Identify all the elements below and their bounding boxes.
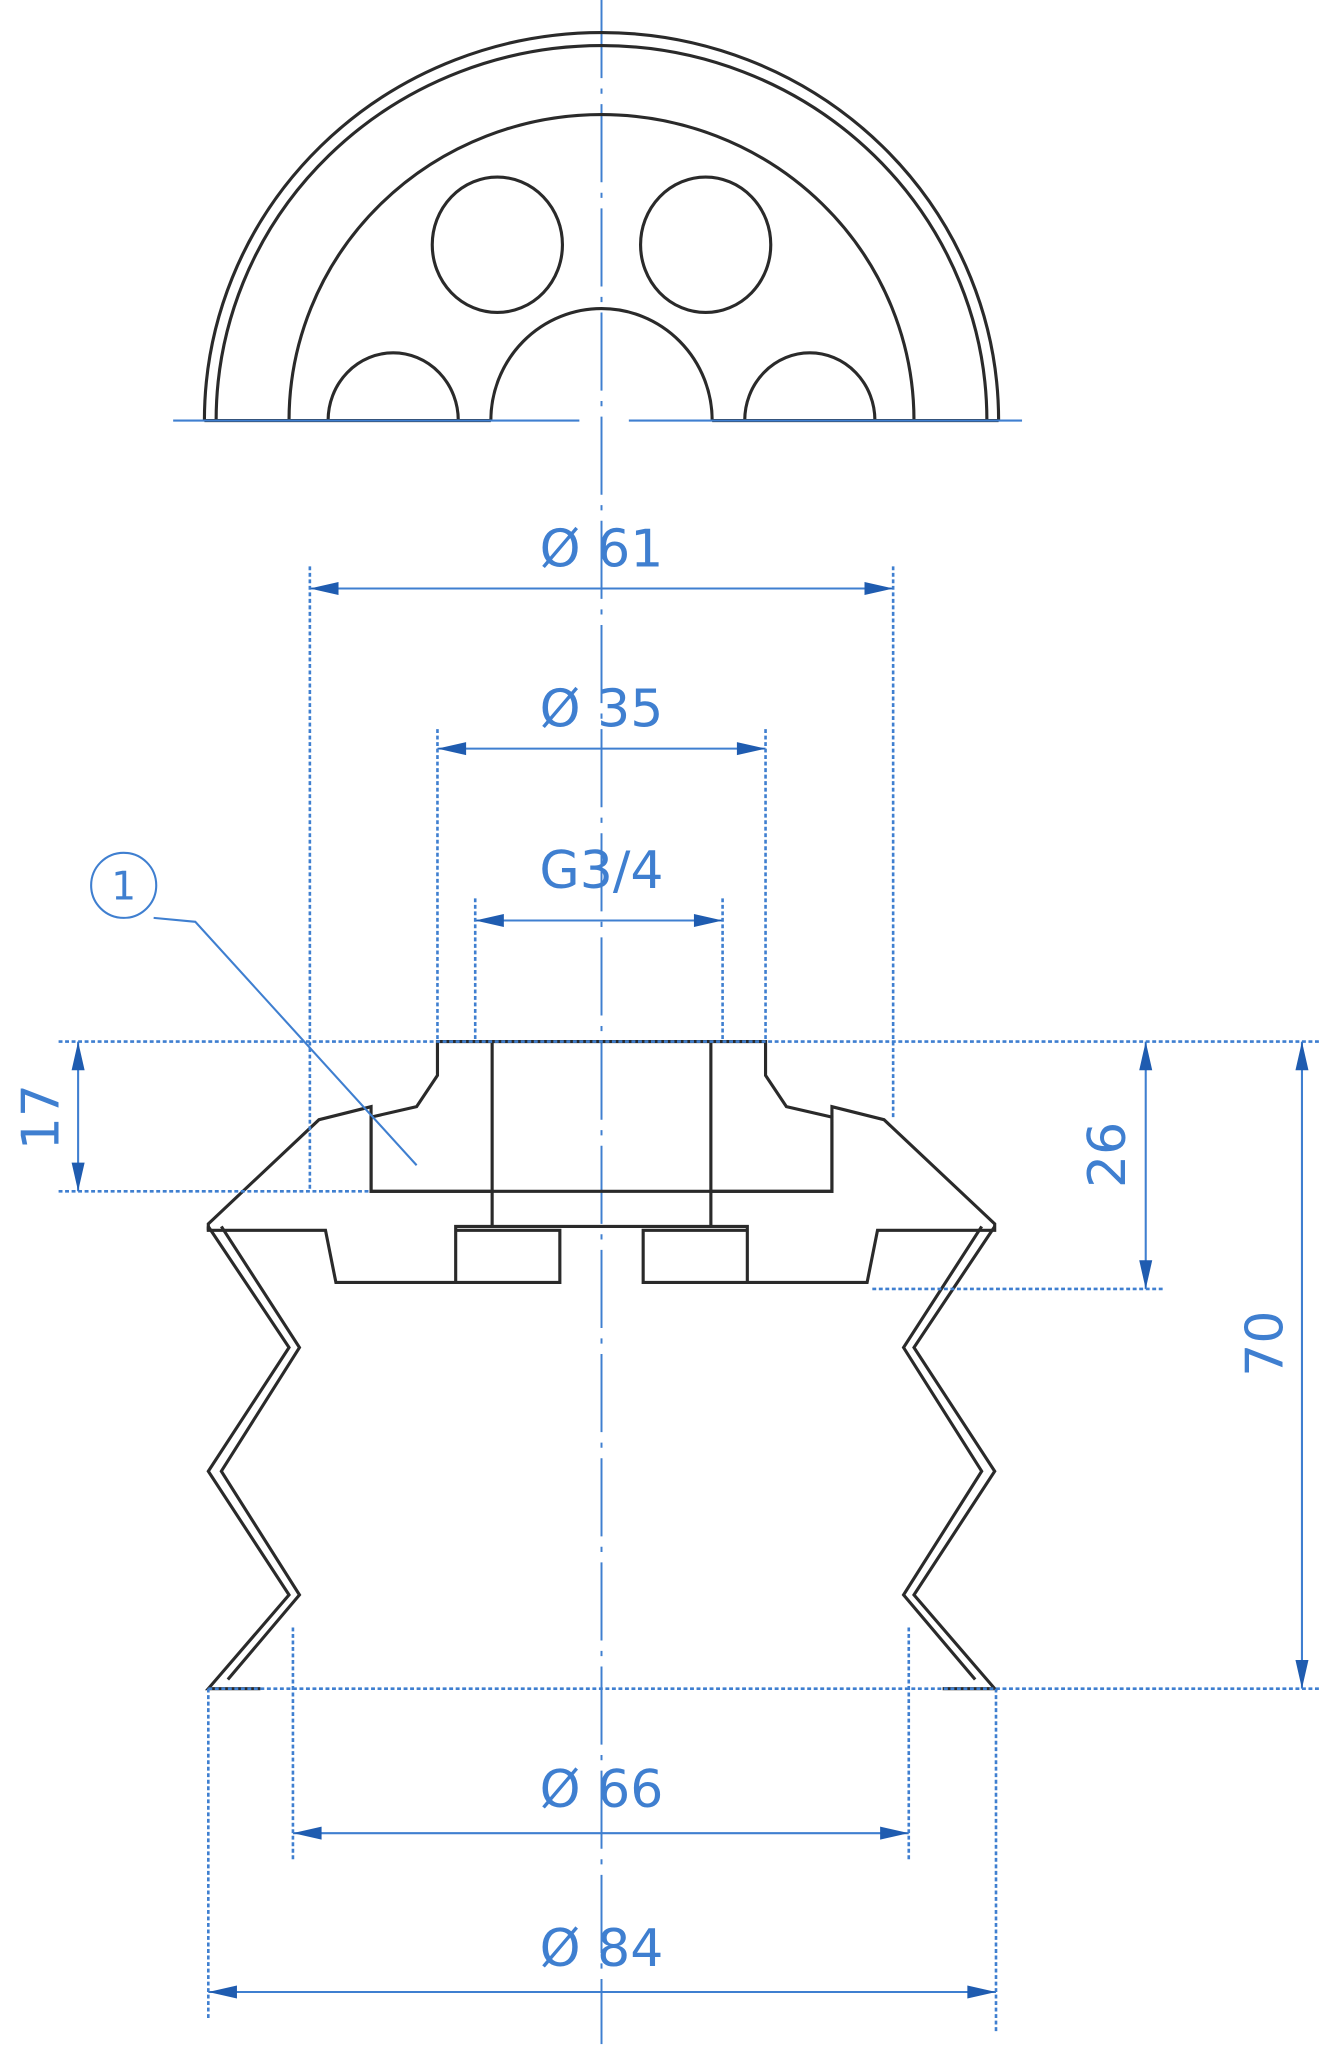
- dim-height-26: 26: [1078, 1122, 1138, 1188]
- dim-diameter-61: Ø 61: [540, 519, 664, 579]
- dim-height-70: 70: [1235, 1311, 1295, 1377]
- insert-left: [369, 1040, 494, 1193]
- dimensions: [58, 566, 1322, 2032]
- callout-number: 1: [111, 865, 136, 910]
- callout-circle: [90, 851, 158, 919]
- top-view: [173, 30, 1023, 423]
- dim-diameter-66: Ø 66: [540, 1760, 664, 1820]
- dim-diameter-35: Ø 35: [540, 680, 664, 740]
- dim-height-17: 17: [12, 1084, 72, 1150]
- insert-right: [709, 1040, 834, 1193]
- dim-thread-g34: G3/4: [539, 841, 663, 901]
- dim-diameter-84: Ø 84: [540, 1919, 664, 1979]
